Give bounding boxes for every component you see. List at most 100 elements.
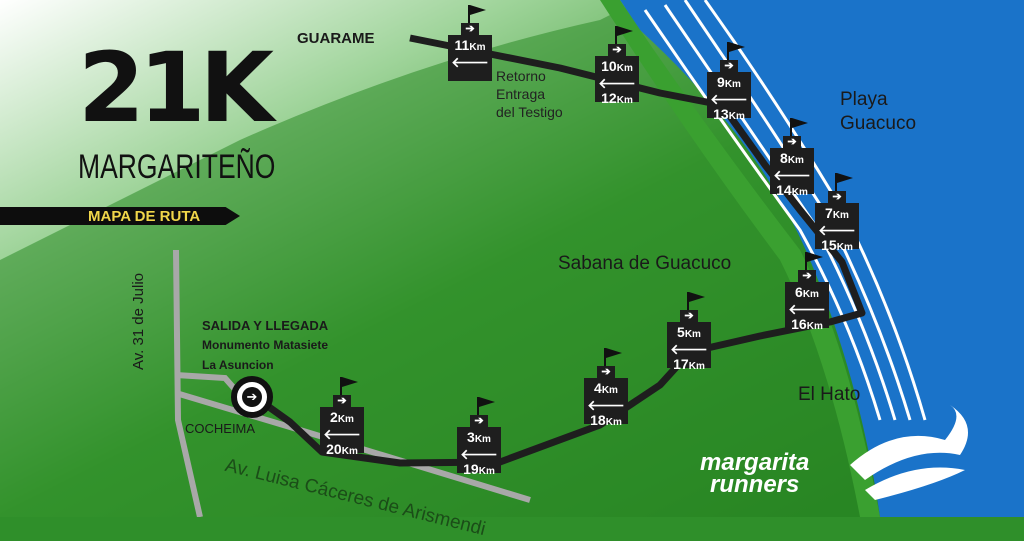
label-sabana-de-guacuco: Sabana de Guacuco xyxy=(558,253,732,274)
route-map-banner: MAPA DE RUTA xyxy=(0,207,240,225)
km-back: 17Km xyxy=(667,357,711,374)
left-arrow-icon: 🡐 xyxy=(670,341,708,357)
km-out: 4Km xyxy=(584,381,628,398)
km-unit: Km xyxy=(474,434,491,445)
km-back-value: 13 xyxy=(713,106,729,122)
km-out-value: 4 xyxy=(594,380,602,396)
label-el-hato: El Hato xyxy=(798,384,861,405)
km-out: 3Km xyxy=(457,430,501,447)
km-out: 2Km xyxy=(320,410,364,427)
km-out-value: 11 xyxy=(454,37,470,53)
street-av-31-de-julio: Av. 31 de Julio xyxy=(130,272,147,370)
label-playa: Playa xyxy=(840,89,888,110)
km-back-value: 18 xyxy=(590,412,606,428)
right-arrow-icon: ➔ xyxy=(461,23,479,35)
margarita-runners-logo: margarita runners xyxy=(700,449,810,498)
km-out: 9Km xyxy=(707,75,751,92)
left-arrow-icon: 🡐 xyxy=(773,167,811,183)
km-unit: Km xyxy=(684,329,701,340)
km-out: 10Km xyxy=(595,59,639,76)
left-arrow-icon: 🡐 xyxy=(710,91,748,107)
left-arrow-icon: 🡐 xyxy=(788,301,826,317)
label-entraga: Entraga xyxy=(496,86,546,102)
flag-icon xyxy=(468,5,486,27)
km-back: 14Km xyxy=(770,183,814,200)
km-out-value: 3 xyxy=(467,429,475,445)
km-out-value: 6 xyxy=(795,284,803,300)
runner-logo-icon xyxy=(850,405,968,500)
km-back: 18Km xyxy=(584,413,628,430)
km-back-value: 16 xyxy=(791,316,807,332)
flag-icon xyxy=(805,252,823,274)
km-unit: Km xyxy=(341,446,358,457)
km-box: 3Km🡐19Km xyxy=(457,427,501,477)
km-unit: Km xyxy=(688,361,705,372)
km-back: 19Km xyxy=(457,462,501,479)
km-unit: Km xyxy=(791,187,808,198)
right-arrow-icon: ➔ xyxy=(608,44,626,56)
label-retorno: Retorno xyxy=(496,68,546,84)
right-arrow-icon: ➔ xyxy=(783,136,801,148)
right-arrow-icon: ➔ xyxy=(597,366,615,378)
km-box: 6Km🡐16Km xyxy=(785,282,829,332)
km-out: 7Km xyxy=(815,206,859,223)
km-box: 11Km🡐 xyxy=(448,35,492,81)
left-arrow-icon: 🡐 xyxy=(451,54,489,70)
km-unit: Km xyxy=(832,210,849,221)
km-back: 16Km xyxy=(785,317,829,334)
left-arrow-icon: 🡐 xyxy=(587,397,625,413)
km-out-value: 10 xyxy=(601,58,617,74)
km-box: 8Km🡐14Km xyxy=(770,148,814,198)
arrow-right-icon: ➔ xyxy=(242,387,262,407)
km-out: 6Km xyxy=(785,285,829,302)
km-back-value: 17 xyxy=(673,356,689,372)
km-unit: Km xyxy=(724,79,741,90)
right-arrow-icon: ➔ xyxy=(720,60,738,72)
label-guarame: GUARAME xyxy=(297,30,375,47)
label-testigo: del Testigo xyxy=(496,104,563,120)
km-out-value: 9 xyxy=(717,74,725,90)
km-unit: Km xyxy=(337,414,354,425)
start-title: SALIDA Y LLEGADA xyxy=(202,318,329,333)
km-back: 20Km xyxy=(320,442,364,459)
banner-text: MAPA DE RUTA xyxy=(88,208,201,225)
logo-subtitle: MARGARITEÑO xyxy=(78,148,276,186)
km-out-value: 7 xyxy=(825,205,833,221)
flag-icon xyxy=(477,397,495,419)
km-back-value: 14 xyxy=(776,182,792,198)
km-out-value: 8 xyxy=(780,150,788,166)
km-back-value: 19 xyxy=(463,461,479,477)
flag-icon xyxy=(340,377,358,399)
flag-icon xyxy=(790,118,808,140)
left-arrow-icon: 🡐 xyxy=(460,446,498,462)
flag-icon xyxy=(687,292,705,314)
start-monument: Monumento Matasiete xyxy=(202,338,329,352)
km-box: 5Km🡐17Km xyxy=(667,322,711,372)
km-box: 4Km🡐18Km xyxy=(584,378,628,428)
flag-icon xyxy=(835,173,853,195)
left-arrow-icon: 🡐 xyxy=(598,75,636,91)
right-arrow-icon: ➔ xyxy=(798,270,816,282)
start-finish-marker: ➔ xyxy=(231,376,273,418)
km-unit: Km xyxy=(806,321,823,332)
km-unit: Km xyxy=(616,63,633,74)
km-unit: Km xyxy=(836,242,853,253)
km-unit: Km xyxy=(616,95,633,106)
left-arrow-icon: 🡐 xyxy=(818,222,856,238)
brand-line1: margarita xyxy=(700,449,810,476)
km-unit: Km xyxy=(601,385,618,396)
km-unit: Km xyxy=(478,466,495,477)
km-back: 12Km xyxy=(595,91,639,108)
flag-icon xyxy=(727,42,745,64)
km-box: 2Km🡐20Km xyxy=(320,407,364,457)
km-out: 5Km xyxy=(667,325,711,342)
km-out: 8Km xyxy=(770,151,814,168)
label-cocheima: COCHEIMA xyxy=(185,421,256,436)
flag-icon xyxy=(604,348,622,370)
km-unit: Km xyxy=(605,417,622,428)
label-guacuco: Guacuco xyxy=(840,113,917,134)
left-arrow-icon: 🡐 xyxy=(323,426,361,442)
km-back-value: 20 xyxy=(326,441,342,457)
brand-line2: runners xyxy=(710,471,800,498)
km-back-value: 15 xyxy=(821,237,837,253)
